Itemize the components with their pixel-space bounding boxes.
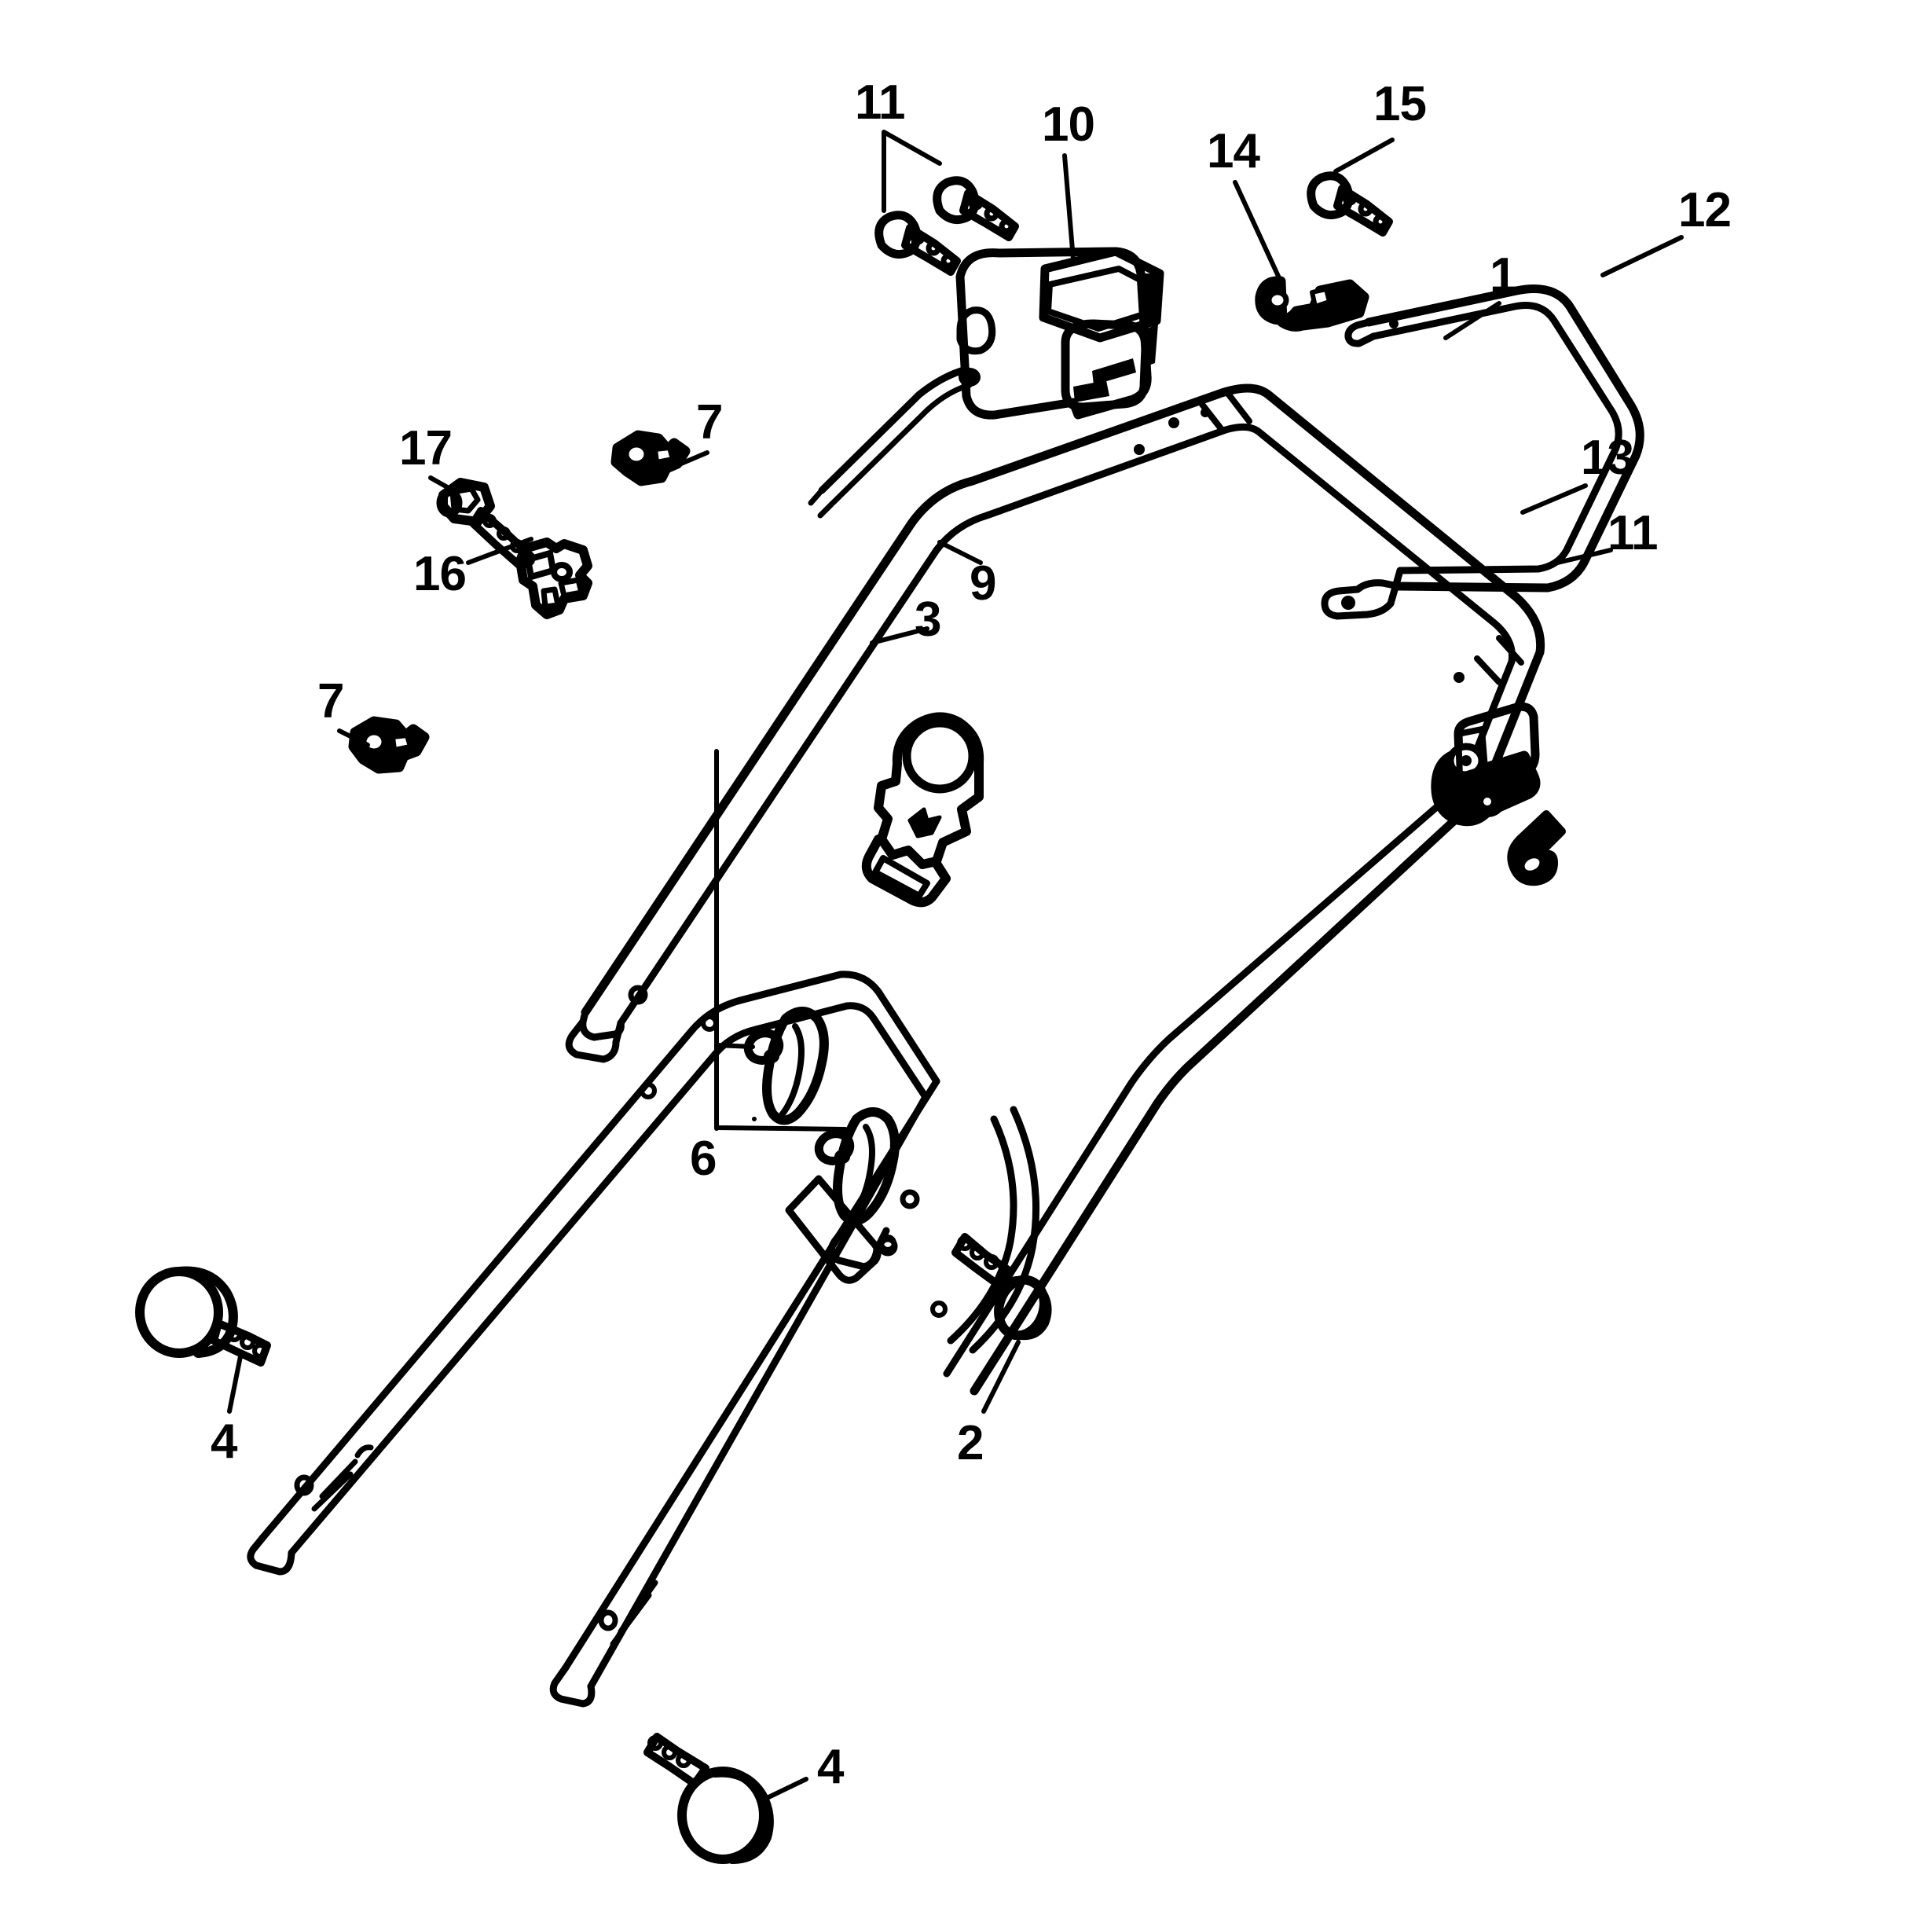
part-switch-box [808,247,1164,519]
callout-label-17: 17 [399,421,453,475]
part-screw-15 [1307,171,1393,237]
part-screw-2 [951,1233,1052,1341]
part-screw-upper-a [874,176,1019,276]
callout-label-1: 1 [1490,248,1516,303]
callout-label-4-bottom: 4 [817,1740,844,1794]
part-upper-handle-bar [579,383,1545,1396]
part-knob-4a [135,1266,271,1367]
callout-label-6: 6 [690,1132,717,1186]
callout-label-16: 16 [413,547,467,601]
part-cable-holder-9 [861,712,984,908]
callout-label-2: 2 [957,1416,984,1470]
part-cable-clip-7b [348,716,430,774]
part-upper-handle-leg-ends [565,985,920,1271]
callout-label-12: 12 [1678,183,1732,237]
part-clip-bracket-16 [515,538,592,619]
callout-label-14: 14 [1207,124,1260,178]
callout-label-7-upper: 7 [696,395,723,449]
callout-label-15: 15 [1373,77,1427,131]
part-knob-4b [643,1733,774,1864]
part-cable-clamp-bracket [1255,276,1369,332]
part-cable-guide-block [1431,702,1541,827]
callout-label-9: 9 [970,556,996,611]
part-handle-grip-levers [743,1007,900,1226]
callout-label-7-lower: 7 [317,674,344,728]
callout-label-10: 10 [1042,97,1095,152]
part-screw-11b [1507,810,1566,886]
callout-label-11-upper: 11 [855,75,906,130]
callout-label-4-left: 4 [211,1414,237,1469]
callout-label-3: 3 [915,593,941,647]
callout-leader-lines [227,130,1684,1802]
callout-label-13: 13 [1581,431,1634,485]
callout-label-11-right: 11 [1608,506,1659,560]
